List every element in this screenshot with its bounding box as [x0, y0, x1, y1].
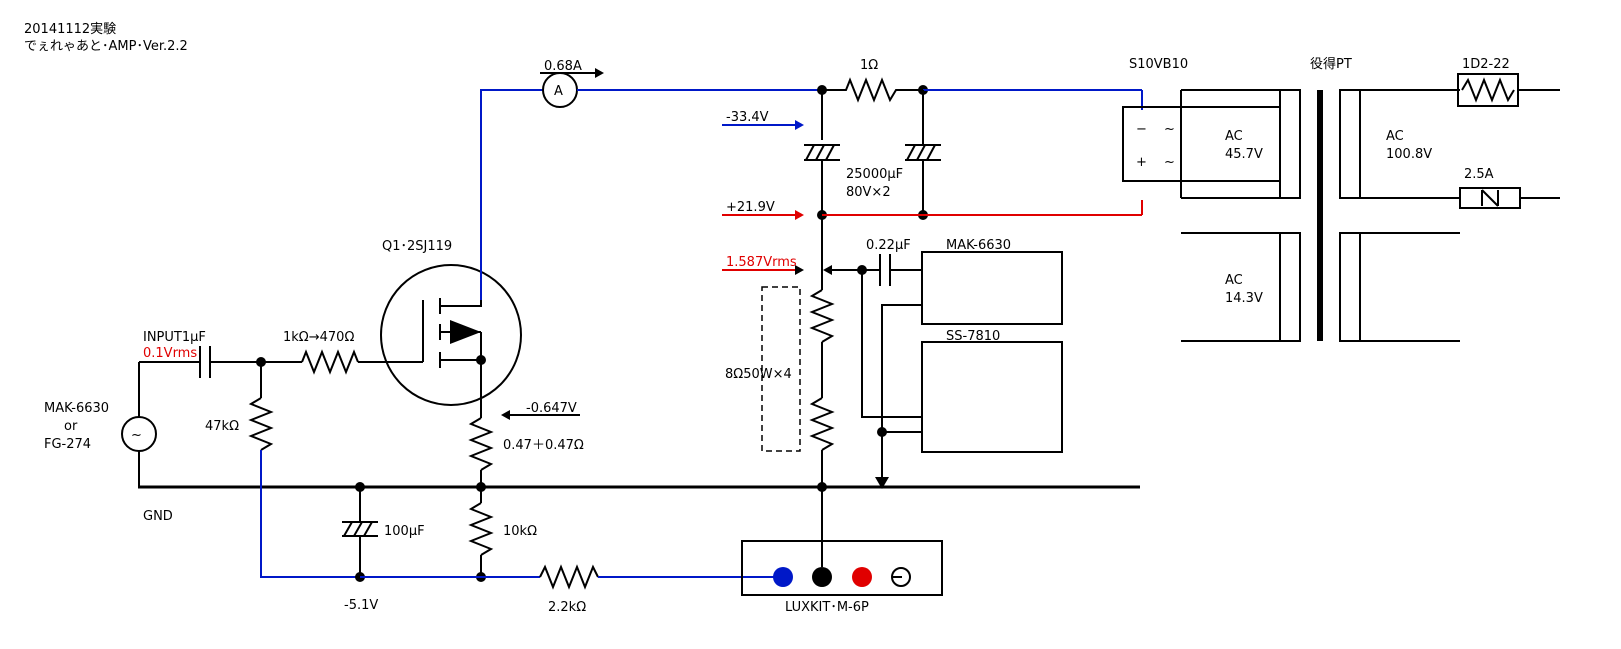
mosfet-drain-lead: [440, 300, 482, 307]
ground-arrow-icon: [875, 477, 889, 489]
out-vrms-label: 1.587Vrms: [726, 255, 797, 270]
cap1-hatch: [805, 144, 835, 161]
sec1-ac-value: 45.7V: [1225, 147, 1263, 162]
fuse-label: 2.5A: [1464, 167, 1494, 182]
rectifier-box: [1122, 106, 1182, 182]
source-volt-arrow-icon: [501, 410, 510, 420]
aux-coil: [1339, 232, 1361, 342]
gnd-label: GND: [143, 509, 173, 524]
junction-dot: [877, 427, 887, 437]
source-resistor: [468, 417, 494, 471]
scope-signal-wire: [861, 270, 922, 418]
res10k-label: 10kΩ: [503, 524, 537, 539]
rectifier-ac-2: ~: [1164, 155, 1175, 170]
transformer-label: 役得PT: [1310, 56, 1352, 72]
rectifier-minus: −: [1136, 122, 1147, 137]
drain-wire: [480, 89, 543, 300]
primary-ac-value: 100.8V: [1386, 147, 1432, 162]
title-line-1: 20141112実験: [24, 21, 116, 37]
source-volt-label: -0.647V: [526, 401, 577, 416]
neg-supply-label: -5.1V: [344, 598, 378, 613]
psu-label: LUXKIT･M-6P: [785, 600, 869, 615]
ammeter-letter: A: [554, 84, 563, 99]
sec2-ac-label: AC: [1225, 273, 1243, 288]
gate-resistor: [301, 349, 359, 375]
psu-positive-terminal: [852, 567, 872, 587]
cap-bank-label-1: 25000μF: [846, 167, 903, 182]
fuse-resistor-label: 1D2-22: [1462, 57, 1510, 72]
res10k-resistor: [468, 502, 494, 556]
res22k-resistor: [539, 564, 599, 590]
fuse-element: [1481, 189, 1499, 207]
v-neg-arrow-icon: [795, 120, 804, 130]
mosfet-q1-body: [380, 264, 522, 406]
load-dashed-box: [761, 286, 801, 452]
ss7810-box: [921, 341, 1063, 453]
mak-ground-wire: [881, 304, 922, 487]
mosfet-arrow-icon: [450, 320, 481, 344]
out-vrms-arrow-icon: [795, 265, 804, 275]
current-arrow-icon: [595, 68, 604, 78]
out-arrow-icon: [823, 265, 832, 275]
primary-ac-label: AC: [1386, 129, 1404, 144]
bias-resistor-47k: [248, 397, 274, 451]
rectifier-ac-1: ~: [1164, 122, 1175, 137]
cap-bank-label-2: 80V×2: [846, 185, 891, 200]
bias-resistor-label: 47kΩ: [205, 419, 239, 434]
cap100-hatch: [343, 521, 373, 537]
mak6630-label: MAK-6630: [946, 238, 1011, 253]
psu-negative-terminal: [773, 567, 793, 587]
rectifier-plus: +: [1136, 155, 1147, 170]
resistor-1ohm-label: 1Ω: [860, 58, 878, 73]
sec1-coil: [1279, 89, 1301, 199]
resistor-1ohm: [822, 77, 923, 103]
fuse-resistor-zigzag: [1461, 77, 1515, 103]
load-label: 8Ω50W×4: [725, 367, 792, 382]
sec1-ac-label: AC: [1225, 129, 1243, 144]
mak6630-box: [921, 251, 1063, 325]
generator-label-2: or: [64, 419, 78, 434]
sec2-coil: [1279, 232, 1301, 342]
junction-dot: [817, 482, 827, 492]
v-neg-label: -33.4V: [726, 110, 769, 125]
sec2-ac-value: 14.3V: [1225, 291, 1263, 306]
cap100-label: 100μF: [384, 524, 425, 539]
input-vrms-label: 0.1Vrms: [143, 346, 197, 361]
load-resistor-1: [809, 289, 835, 343]
load-resistor-2: [809, 397, 835, 451]
generator-label-3: FG-274: [44, 437, 91, 452]
cap022-label: 0.22μF: [866, 238, 911, 253]
primary-coil: [1339, 89, 1361, 199]
ss7810-label: SS-7810: [946, 329, 1000, 344]
gate-resistor-label: 1kΩ→470Ω: [283, 330, 354, 345]
transformer-core: [1317, 90, 1323, 341]
source-resistor-label: 0.47＋0.47Ω: [503, 438, 584, 453]
transistor-label: Q1･2SJ119: [382, 239, 452, 254]
rectifier-label: S10VB10: [1129, 57, 1188, 72]
v-pos-label: +21.9V: [726, 200, 775, 215]
psu-ground-terminal: [812, 567, 832, 587]
luxkit-psu-box: [741, 540, 943, 596]
v-pos-arrow-icon: [795, 210, 804, 220]
res22k-label: 2.2kΩ: [548, 600, 586, 615]
cap2-hatch: [906, 144, 936, 161]
generator-label-1: MAK-6630: [44, 401, 109, 416]
bias-negative-wire: [260, 450, 360, 578]
title-line-2: でぇれゃあと･AMP･Ver.2.2: [24, 39, 188, 54]
generator-sine-icon: ~: [131, 428, 142, 443]
input-cap-label: INPUT1μF: [143, 330, 206, 345]
ammeter-value: 0.68A: [544, 59, 582, 74]
